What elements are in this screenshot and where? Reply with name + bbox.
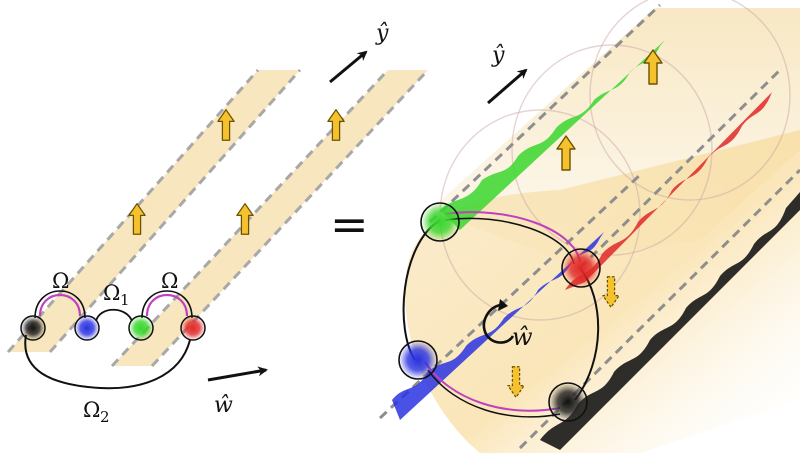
node-red — [561, 248, 601, 288]
omega-2-label: Ω — [83, 398, 100, 422]
right-panel: ŵ ŷ — [378, 0, 800, 453]
tube-body — [405, 130, 800, 453]
node-red — [180, 315, 206, 341]
w-axis-label: ŵ — [214, 393, 233, 418]
black-wave — [540, 192, 800, 450]
node-green — [128, 315, 154, 341]
rotation-arrow-icon — [482, 299, 515, 344]
omega-label: Ω — [52, 269, 69, 293]
y-axis-arrow — [487, 68, 528, 105]
y-axis-label: ŷ — [491, 43, 505, 68]
node-black — [20, 315, 46, 341]
strip-2 — [112, 70, 428, 366]
omega-label: Ω — [161, 269, 178, 293]
node-blue — [74, 315, 100, 341]
omega-couplings — [24, 290, 193, 390]
omega-1-subscript: 1 — [120, 291, 130, 309]
y-axis-arrow — [329, 50, 368, 84]
rotation-w-label: ŵ — [512, 323, 533, 351]
left-panel: Ω Ω Ω 1 Ω 2 ŷ ŵ — [6, 21, 430, 426]
omega-2-subscript: 2 — [100, 408, 110, 426]
svg-text:=: = — [330, 197, 369, 251]
node-blue — [398, 340, 438, 380]
w-axis-arrow — [207, 366, 268, 382]
green-wave — [440, 40, 665, 230]
equals-sign: = — [330, 197, 369, 251]
omega-1-label: Ω — [103, 281, 120, 305]
y-axis-label: ŷ — [375, 21, 389, 46]
blue-wave — [392, 232, 604, 420]
back-rings — [439, 0, 791, 321]
node-green — [420, 202, 460, 242]
node-black — [548, 382, 588, 422]
